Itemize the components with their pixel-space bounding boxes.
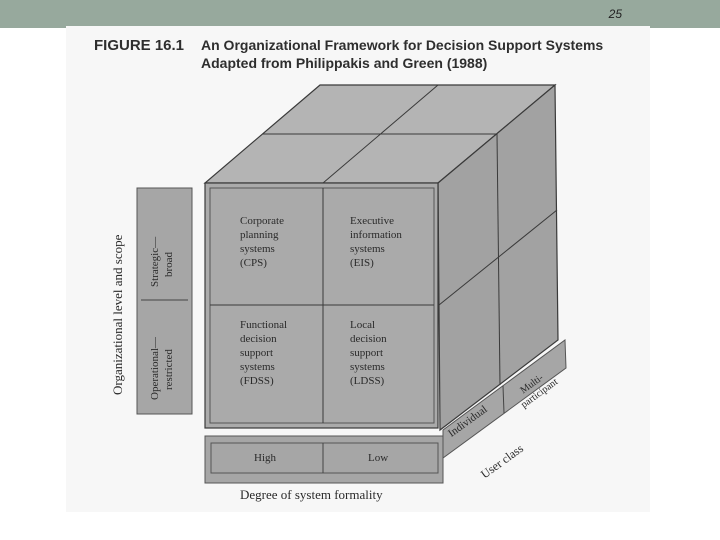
cps-line-3: systems xyxy=(240,243,275,255)
cell-executive-information-systems: Executive information systems (EIS) xyxy=(350,214,402,270)
eis-line-2: information xyxy=(350,229,402,241)
figure-title: An Organizational Framework for Decision… xyxy=(201,36,603,72)
figure-title-line-2: Adapted from Philippakis and Green (1988… xyxy=(201,55,488,71)
cps-line-2: planning xyxy=(240,229,279,241)
figure-label: FIGURE 16.1 xyxy=(94,37,185,54)
operational-line-2: restricted xyxy=(163,349,175,390)
ldss-line-2: decision xyxy=(350,333,387,345)
eis-line-4: (EIS) xyxy=(350,257,374,269)
fdss-line-2: decision xyxy=(240,333,277,345)
user-class-axis-bar xyxy=(442,339,567,459)
cell-corporate-planning-systems: Corporate planning systems (CPS) xyxy=(240,214,284,270)
formality-axis-bar xyxy=(204,435,444,484)
top-face-divider-width xyxy=(322,84,439,184)
cell-functional-dss: Functional decision support systems (FDS… xyxy=(240,318,287,388)
ldss-line-3: support xyxy=(350,347,383,359)
fdss-line-4: systems xyxy=(240,361,275,373)
side-face-divider-level xyxy=(438,209,558,306)
formality-high-label: High xyxy=(254,452,276,464)
fdss-line-3: support xyxy=(240,347,273,359)
figure-title-line-1: An Organizational Framework for Decision… xyxy=(201,37,604,53)
fdss-line-5: (FDSS) xyxy=(240,375,274,387)
ldss-line-1: Local xyxy=(350,319,376,331)
slide-number: 25 xyxy=(608,7,622,21)
strategic-line-1: Strategic— xyxy=(149,236,161,287)
fdss-line-1: Functional xyxy=(240,319,288,331)
formality-low-label: Low xyxy=(368,452,389,464)
user-class-axis-divider xyxy=(502,385,505,414)
operational-line-1: Operational— xyxy=(149,337,161,400)
ldss-line-4: systems xyxy=(350,361,385,373)
strategic-line-2: broad xyxy=(163,251,175,277)
level-axis-bar xyxy=(136,187,193,415)
axis-label-operational-restricted: Operational— restricted xyxy=(148,337,176,400)
cps-line-1: Corporate xyxy=(240,215,284,227)
axis-organizational-level: Organizational level and scope xyxy=(110,234,125,395)
side-face-divider-depth xyxy=(496,133,501,386)
formality-axis-inner xyxy=(210,442,439,474)
axis-label-strategic-broad: Strategic— broad xyxy=(148,237,176,287)
eis-line-1: Executive xyxy=(350,215,394,227)
slide-header-bar: 25 xyxy=(0,0,720,28)
axis-degree-system-formality: Degree of system formality xyxy=(240,487,383,502)
eis-line-3: systems xyxy=(350,243,385,255)
cps-line-4: (CPS) xyxy=(240,257,267,269)
cell-local-dss: Local decision support systems (LDSS) xyxy=(350,318,387,388)
ldss-line-5: (LDSS) xyxy=(350,375,385,387)
